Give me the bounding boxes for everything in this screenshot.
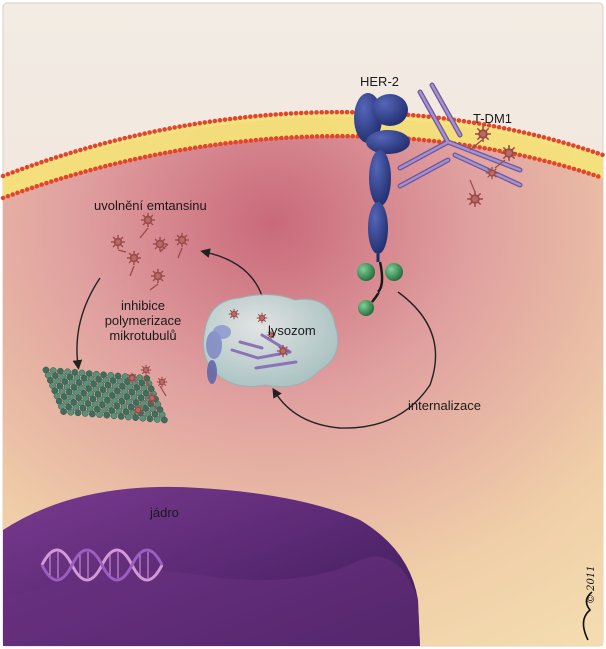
- her2-label: HER-2: [360, 74, 400, 89]
- copyright-label: © 2011: [586, 565, 597, 604]
- tdm1-label: T-DM1: [473, 111, 512, 126]
- lysosome-label: lysozom: [268, 323, 316, 338]
- nucleus-label: jádro: [150, 505, 179, 520]
- drug-molecule-icon: [474, 125, 492, 143]
- her2-receptor-icon: [354, 93, 410, 316]
- microtubule-icon: [42, 366, 168, 424]
- dna-helix-icon: [40, 548, 164, 582]
- inhibition-arrow: [72, 277, 101, 370]
- lysosome-icon: [202, 294, 339, 388]
- inhibition-label-line2: polymerizace: [104, 313, 182, 328]
- cell-membrane: [3, 112, 603, 198]
- signature-icon: [582, 591, 593, 641]
- internalization-arrow: [272, 291, 437, 429]
- antibody-icon: [397, 82, 523, 189]
- released-drug-cluster: [110, 212, 190, 291]
- internalization-label: internalizace: [408, 398, 481, 413]
- emtansine-release-label: uvolnění emtansinu: [94, 198, 207, 213]
- inhibition-label-line1: inhibice: [120, 298, 166, 313]
- inhibition-label-line3: mikrotubulů: [109, 328, 177, 343]
- release-arrow: [200, 248, 263, 297]
